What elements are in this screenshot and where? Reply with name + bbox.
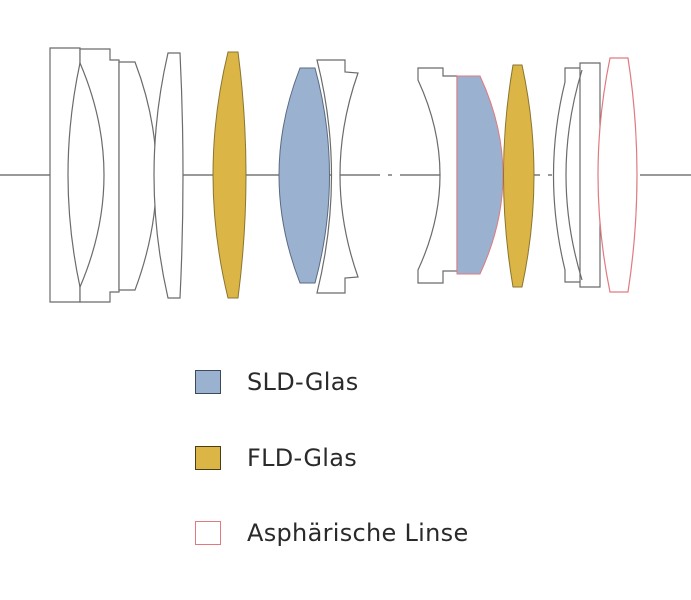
element-group-1 bbox=[49, 47, 158, 303]
legend-label: SLD-Glas bbox=[247, 368, 359, 396]
aspherical-swatch bbox=[195, 521, 221, 545]
legend-fld: FLD-Glas bbox=[195, 444, 357, 472]
fld-lens-2 bbox=[503, 64, 535, 288]
fld-swatch bbox=[195, 446, 221, 470]
legend-label: Asphärische Linse bbox=[247, 519, 469, 547]
lens-element-7 bbox=[316, 59, 359, 294]
legend-aspherical: Asphärische Linse bbox=[195, 519, 469, 547]
element-group-2 bbox=[552, 62, 601, 288]
lens-diagram bbox=[0, 47, 691, 303]
lens-element-4 bbox=[153, 52, 184, 299]
fld-lens-1 bbox=[212, 51, 247, 299]
legend-sld: SLD-Glas bbox=[195, 368, 359, 396]
sld-lens-1 bbox=[278, 67, 330, 284]
lens-element-8 bbox=[417, 67, 458, 284]
legend-label: FLD-Glas bbox=[247, 444, 358, 472]
sld-aspherical-lens bbox=[456, 75, 504, 275]
sld-swatch bbox=[195, 370, 221, 394]
aspherical-lens bbox=[597, 57, 638, 293]
